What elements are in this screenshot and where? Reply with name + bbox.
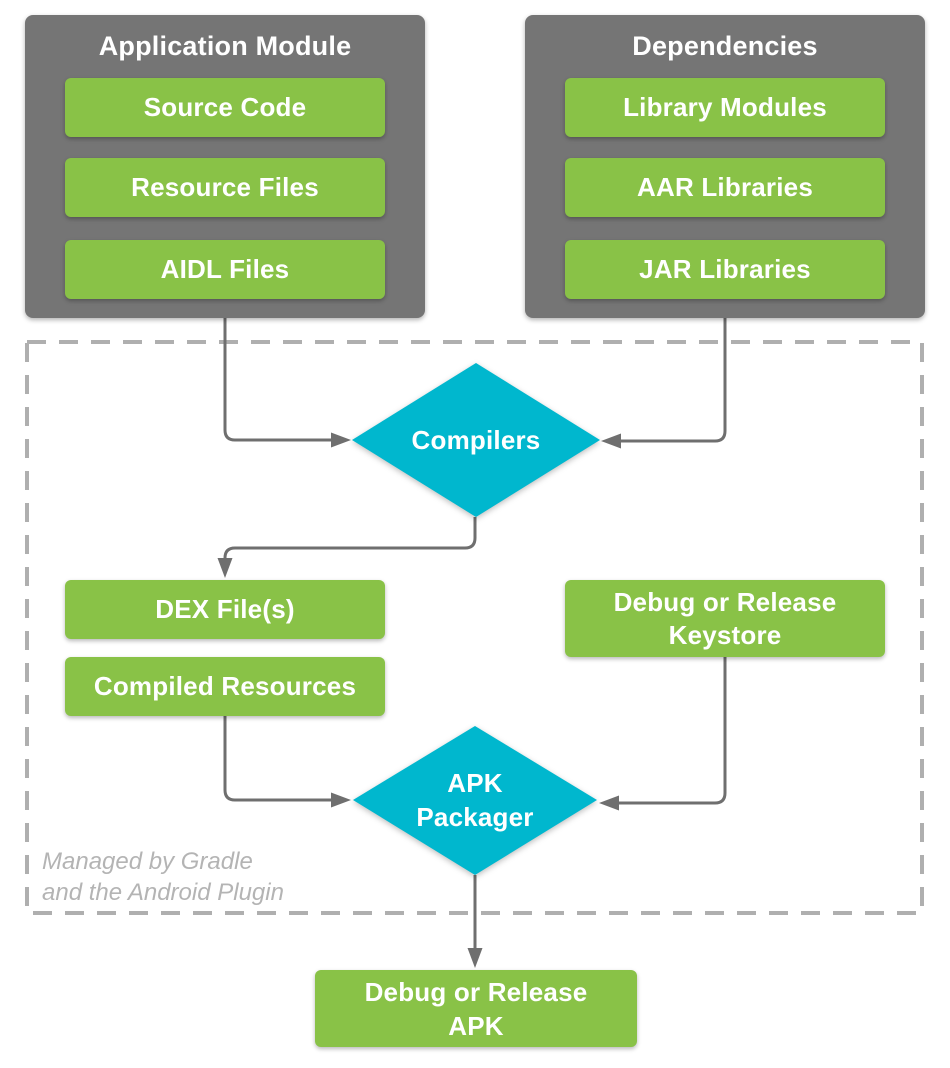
compilers-diamond-label: Compilers	[411, 425, 541, 455]
connector-dependencies-to-compilers	[601, 318, 727, 449]
aar-libraries-box: AAR Libraries	[565, 158, 885, 217]
gradle-zone-caption: Managed by Gradle and the Android Plugin	[42, 848, 284, 906]
dependencies-panel: Dependencies Library Modules AAR Librari…	[525, 15, 925, 318]
resource-files-box: Resource Files	[65, 158, 385, 217]
keystore-box: Debug or Release Keystore	[565, 580, 885, 657]
application-module-title: Application Module	[98, 31, 352, 61]
compiled-resources-box: Compiled Resources	[65, 657, 385, 716]
library-modules-box: Library Modules	[565, 78, 885, 137]
apk-packager-diamond-label: APK Packager	[416, 768, 534, 832]
apk-packager-diamond	[353, 726, 597, 875]
dependencies-title: Dependencies	[632, 31, 818, 61]
compilers-diamond	[352, 363, 600, 517]
application-module-panel: Application Module Source Code Resource …	[25, 15, 425, 318]
jar-libraries-box: JAR Libraries	[565, 240, 885, 299]
connector-app-module-to-compilers	[223, 318, 351, 448]
debug-release-apk-box: Debug or Release APK	[315, 970, 637, 1047]
aidl-files-box: AIDL Files	[65, 240, 385, 299]
dex-files-box: DEX File(s)	[65, 580, 385, 639]
connector-resources-to-apk-packager	[223, 716, 351, 808]
connector-compilers-to-dex	[217, 517, 477, 578]
connector-keystore-to-apk-packager	[599, 657, 727, 811]
source-code-box: Source Code	[65, 78, 385, 137]
